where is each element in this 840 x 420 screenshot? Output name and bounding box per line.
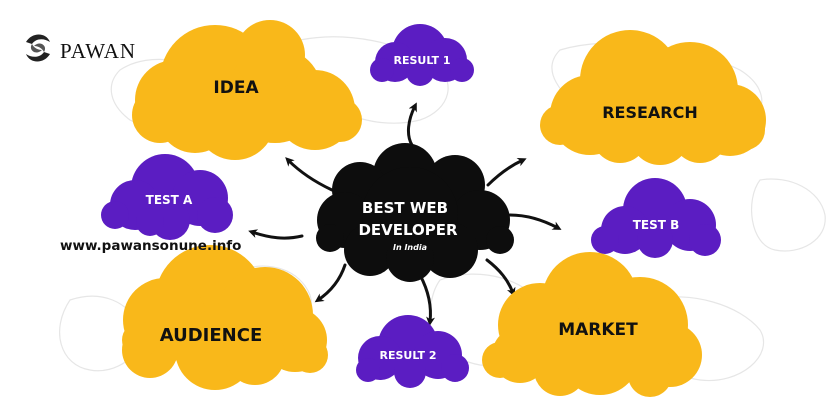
center-title-line1: BEST WEB [362, 199, 448, 217]
cloud-result2 [356, 315, 469, 388]
website-url: www.pawansonune.info [60, 238, 241, 254]
cloud-audience [122, 245, 328, 390]
node-label-test-b: TEST B [633, 218, 680, 232]
cloud-result1 [370, 24, 474, 86]
cloud-test-a [101, 154, 233, 240]
node-label-research: RESEARCH [602, 103, 698, 122]
cloud-test-b [591, 178, 721, 258]
arrow-to-market [485, 258, 516, 297]
node-label-test-a: TEST A [146, 193, 193, 207]
arrow-to-research [486, 158, 527, 187]
node-label-audience: AUDIENCE [160, 325, 263, 346]
brand-name: PAWAN [60, 39, 136, 63]
arrow-to-audience [314, 263, 347, 303]
node-label-result1: RESULT 1 [393, 54, 450, 67]
connector-arrows [248, 102, 562, 326]
center-subtitle: In India [393, 243, 427, 252]
cloud-idea [132, 20, 362, 160]
node-label-idea: IDEA [213, 78, 259, 98]
arrow-to-idea [285, 157, 334, 192]
cloud-center [316, 143, 514, 282]
arrow-to-test-b [508, 213, 562, 230]
arrow-to-result1 [406, 102, 417, 147]
node-label-market: MARKET [558, 320, 638, 340]
node-label-result2: RESULT 2 [379, 349, 436, 362]
cloud-research [540, 30, 766, 165]
swirl-logo-icon [26, 34, 50, 62]
center-title-line2: DEVELOPER [358, 221, 458, 239]
cloud-market [482, 252, 702, 397]
arrow-to-test-a [248, 229, 304, 240]
